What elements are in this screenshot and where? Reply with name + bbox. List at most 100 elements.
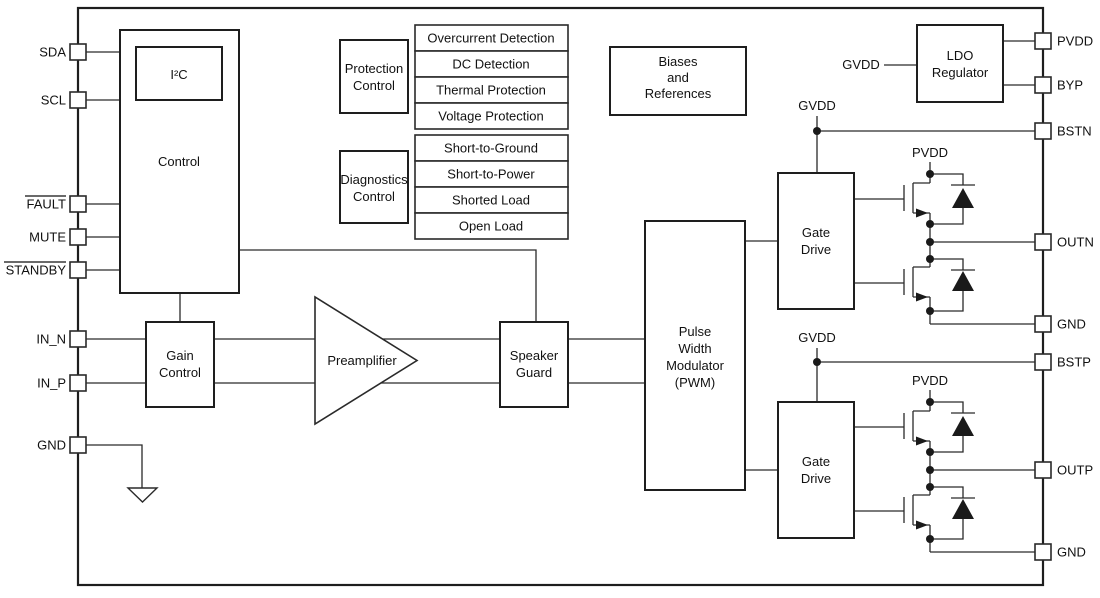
- protection-control-label-1: Protection: [345, 61, 404, 76]
- junction-dot: [926, 220, 934, 228]
- body-diode-p-low: [952, 499, 974, 519]
- ldo-output-wires: [1003, 40, 1035, 86]
- pin-byp: [1034, 76, 1052, 94]
- junction-dot: [926, 238, 934, 246]
- pin-label-scl: SCL: [41, 93, 66, 108]
- ldo-label-2: Regulator: [932, 65, 989, 80]
- pin-pvdd: [1034, 32, 1052, 50]
- pwm-label-3: Modulator: [666, 358, 724, 373]
- pin-standby: [69, 261, 87, 279]
- pwm-to-gate-drive-wires: [745, 240, 778, 471]
- junction-dot: [926, 466, 934, 474]
- pvdd-p-label: PVDD: [912, 373, 948, 388]
- pin-bstn: [1034, 122, 1052, 140]
- pwm-block: [644, 220, 746, 491]
- i2c-label: I²C: [170, 67, 187, 82]
- mosfet-arrow-n-low: [916, 292, 928, 302]
- ldo-regulator-block: [916, 24, 1004, 103]
- gain-control-label-1: Gain: [166, 348, 193, 363]
- pin-label-outn: OUTN: [1057, 235, 1094, 250]
- preamplifier-label: Preamplifier: [327, 353, 397, 368]
- junction-dot: [926, 398, 934, 406]
- diagnostics-control-label-2: Control: [353, 189, 395, 204]
- pwm-label-2: Width: [678, 341, 711, 356]
- pin-outn: [1034, 233, 1052, 251]
- pin-label-sda: SDA: [39, 45, 66, 60]
- halfbridge-p-wires: [854, 390, 1035, 553]
- diagnostics-control-block: [339, 150, 409, 224]
- gate-drive-n-block: [777, 172, 855, 310]
- preamplifier-block: [314, 295, 419, 426]
- pin-in-p: [69, 374, 87, 392]
- pin-gnd-p: [1034, 543, 1052, 561]
- mosfet-arrow-n-high: [916, 208, 928, 218]
- junction-dot: [926, 448, 934, 456]
- pin-gnd-left: [69, 436, 87, 454]
- pwm-label-1: Pulse: [679, 324, 712, 339]
- diagnostics-item-row: [414, 134, 569, 162]
- gvdd-n-label: GVDD: [798, 98, 836, 113]
- pin-label-mute: MUTE: [29, 230, 66, 245]
- pin-label-bstn: BSTN: [1057, 124, 1092, 139]
- gate-drive-p-label-1: Gate: [802, 454, 830, 469]
- diagnostics-item-label: Shorted Load: [452, 193, 530, 208]
- protection-item-row: [414, 50, 569, 78]
- biases-references-block: [609, 46, 747, 116]
- protection-item-label: Overcurrent Detection: [427, 31, 554, 46]
- protection-item-label: Thermal Protection: [436, 83, 546, 98]
- pin-label-gnd-n: GND: [1057, 317, 1086, 332]
- pin-label-pvdd: PVDD: [1057, 34, 1093, 49]
- diagnostics-item-row: [414, 160, 569, 188]
- gvdd-n-net: [816, 116, 1035, 173]
- diagnostics-item-row: [414, 212, 569, 240]
- speaker-guard-block: [499, 321, 569, 408]
- pin-label-outp: OUTP: [1057, 463, 1093, 478]
- device-outline: [76, 6, 1045, 587]
- mosfet-arrow-p-low: [916, 520, 928, 530]
- pin-mute: [69, 228, 87, 246]
- pin-label-in-n: IN_N: [36, 332, 66, 347]
- diagnostics-item-label: Open Load: [459, 219, 523, 234]
- gate-drive-n-label-2: Drive: [801, 242, 831, 257]
- biases-label-3: References: [645, 86, 712, 101]
- i2c-block: [135, 46, 223, 101]
- protection-control-block: [339, 39, 409, 114]
- pin-label-byp: BYP: [1057, 78, 1083, 93]
- pin-label-in-p: IN_P: [37, 376, 66, 391]
- gain-control-label-2: Control: [159, 365, 201, 380]
- junction-dot: [926, 255, 934, 263]
- gate-drive-n-label-1: Gate: [802, 225, 830, 240]
- diagnostics-item-label: Short-to-Ground: [444, 141, 538, 156]
- pin-label-gnd-p: GND: [1057, 545, 1086, 560]
- speaker-guard-to-pwm-wires: [568, 338, 645, 384]
- protection-item-label: Voltage Protection: [438, 109, 544, 124]
- pin-sda: [69, 43, 87, 61]
- junction-dot: [926, 535, 934, 543]
- ldo-label-1: LDO: [947, 48, 974, 63]
- junction-dot: [813, 358, 821, 366]
- gvdd-p-label: GVDD: [798, 330, 836, 345]
- ground-symbol: [126, 487, 159, 503]
- junction-dot: [813, 127, 821, 135]
- body-diode-n-low: [952, 271, 974, 291]
- control-to-speaker-guard-wire: [239, 249, 537, 322]
- mosfet-arrow-p-high: [916, 436, 928, 446]
- gvdd-p-net: [816, 348, 1035, 402]
- biases-label-1: Biases: [658, 54, 698, 69]
- pwm-label-4: (PWM): [675, 375, 715, 390]
- gvdd-ldo-label: GVDD: [842, 57, 880, 72]
- pin-label-bstp: BSTP: [1057, 355, 1091, 370]
- diagnostics-item-label: Short-to-Power: [447, 167, 535, 182]
- protection-item-row: [414, 102, 569, 130]
- gate-drive-p-block: [777, 401, 855, 539]
- body-diode-p-high: [952, 416, 974, 436]
- pin-gnd-n: [1034, 315, 1052, 333]
- pin-label-standby: STANDBY: [6, 263, 67, 278]
- protection-control-label-2: Control: [353, 78, 395, 93]
- speaker-guard-label-1: Speaker: [510, 348, 559, 363]
- protection-item-label: DC Detection: [452, 57, 529, 72]
- pin-label-gnd-left: GND: [37, 438, 66, 453]
- pin-in-n: [69, 330, 87, 348]
- control-label: Control: [158, 154, 200, 169]
